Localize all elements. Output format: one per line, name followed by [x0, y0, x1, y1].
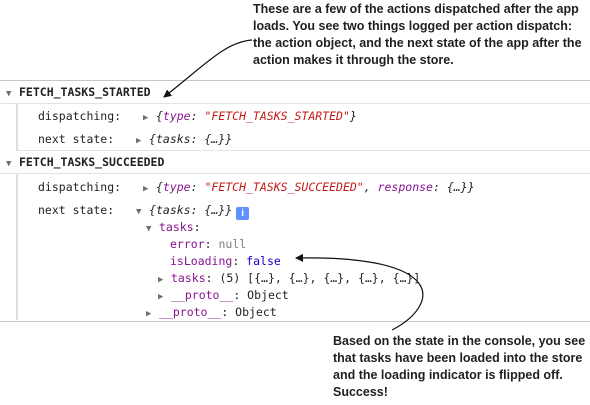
triangle-right-icon[interactable]: ▶ [142, 184, 149, 194]
next-state-label: next state: [38, 132, 115, 146]
action-object[interactable]: {type: "FETCH_TASKS_STARTED"} [155, 109, 357, 123]
triangle-right-icon[interactable]: ▶ [146, 309, 152, 319]
devtools-console: ▼ FETCH_TASKS_STARTED dispatching: ▶ {type… [0, 80, 590, 322]
state-object[interactable]: {tasks: {…}} [149, 132, 233, 146]
triangle-down-icon[interactable]: ▼ [136, 207, 142, 217]
top-annotation: These are a few of the actions dispatche… [253, 2, 582, 67]
triangle-right-icon[interactable]: ▶ [142, 113, 149, 123]
log-group-fetch-tasks-succeeded[interactable]: ▼ FETCH_TASKS_SUCCEEDED [0, 151, 590, 174]
log-group-body: dispatching: ▶ {type: "FETCH_TASKS_SUCCEE… [16, 174, 590, 320]
log-group-fetch-tasks-started[interactable]: ▼ FETCH_TASKS_STARTED [0, 81, 590, 104]
triangle-down-icon[interactable]: ▼ [6, 89, 12, 99]
info-icon[interactable]: i [236, 207, 250, 220]
triangle-right-icon[interactable]: ▶ [158, 292, 164, 302]
log-group-body: dispatching: ▶ {type: "FETCH_TASKS_STARTE… [16, 104, 590, 151]
state-object[interactable]: {tasks: {…}} [149, 203, 233, 217]
dispatching-row: dispatching: ▶ {type: "FETCH_TASKS_STARTE… [38, 109, 357, 126]
action-title: FETCH_TASKS_STARTED [19, 85, 151, 99]
tree-tasks-array-row[interactable]: ▶tasks: (5) [{…}, {…}, {…}, {…}, {…}] [158, 271, 420, 288]
next-state-row: next state: ▼ {tasks: {…}}i [38, 203, 250, 220]
next-state-row: next state: ▶ {tasks: {…}} [38, 132, 232, 149]
triangle-right-icon[interactable]: ▶ [158, 275, 164, 285]
dispatching-label: dispatching: [38, 109, 122, 123]
bottom-annotation: Based on the state in the console, you s… [333, 334, 586, 399]
tree-error-row: error: null [170, 237, 247, 251]
next-state-label: next state: [38, 203, 115, 217]
triangle-right-icon[interactable]: ▶ [136, 136, 142, 146]
tree-is-loading-row: isLoading: false [170, 254, 281, 268]
tree-tasks-node[interactable]: ▼tasks: [146, 220, 201, 237]
tree-outer-proto-row[interactable]: ▶__proto__: Object [146, 305, 277, 322]
action-title: FETCH_TASKS_SUCCEEDED [19, 155, 165, 169]
tree-proto-row[interactable]: ▶__proto__: Object [158, 288, 289, 305]
triangle-down-icon[interactable]: ▼ [146, 224, 152, 234]
dispatching-row: dispatching: ▶ {type: "FETCH_TASKS_SUCCEE… [38, 180, 475, 197]
action-object[interactable]: {type: "FETCH_TASKS_SUCCEEDED", response… [155, 180, 475, 194]
triangle-down-icon[interactable]: ▼ [6, 159, 12, 169]
dispatching-label: dispatching: [38, 180, 122, 194]
